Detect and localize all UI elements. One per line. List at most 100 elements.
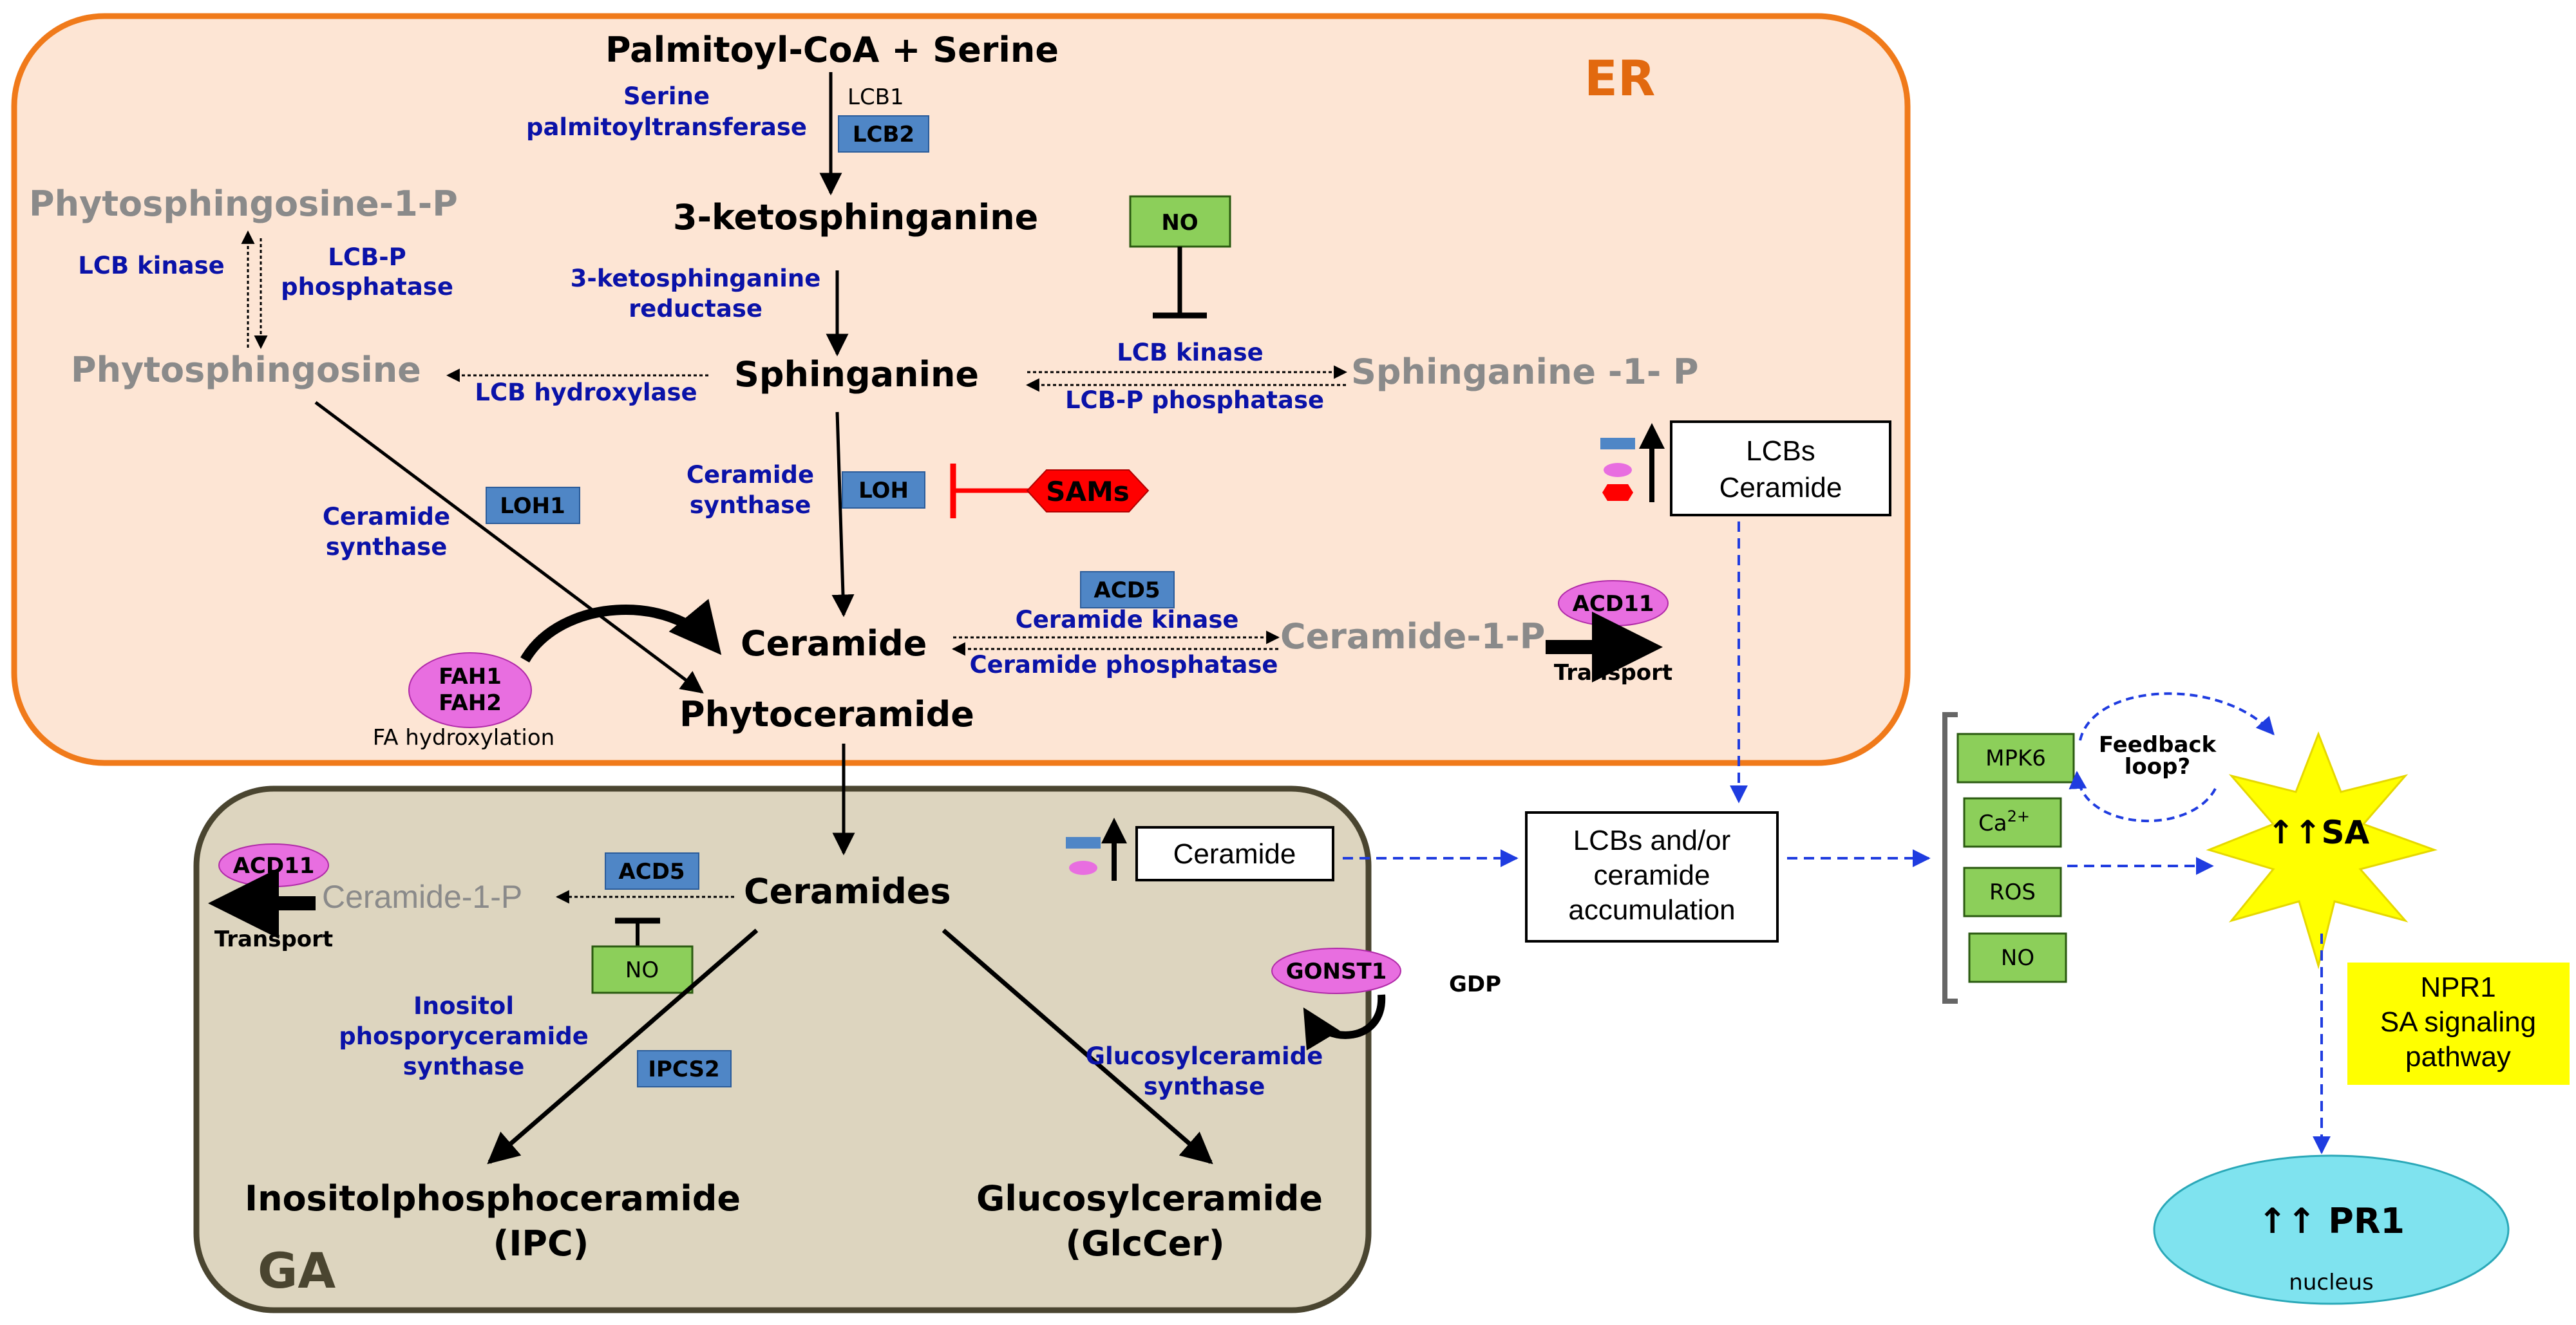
ga-compartment (193, 785, 1372, 1313)
lcbs-legend-magenta (1604, 463, 1632, 477)
loh-tag: LOH (858, 478, 909, 503)
cs-left-1: Ceramide (323, 503, 450, 531)
ga-legend-magenta (1069, 861, 1097, 875)
ceramide-phosphatase: Ceramide phosphatase (970, 651, 1278, 679)
pr1-label: ↑↑ PR1 (2258, 1201, 2405, 1241)
gcs-1: Glucosylceramide (1086, 1042, 1323, 1070)
transport-er: Transport (1554, 660, 1672, 686)
ceramides: Ceramides (744, 871, 951, 912)
loh-box (842, 471, 925, 509)
npr1-box (2347, 963, 2570, 1085)
lcb-hydroxylase: LCB hydroxylase (475, 379, 697, 406)
gcs-2: synthase (1144, 1073, 1265, 1100)
ros-box (1963, 867, 2062, 917)
lcbp-phosphatase-right: LCB-P phosphatase (1065, 386, 1324, 414)
er-label: ER (1584, 50, 1655, 107)
gdp-label: GDP (1449, 972, 1501, 997)
ipcs-3: synthase (403, 1053, 525, 1080)
loh1-tag: LOH1 (500, 493, 565, 519)
acd11-ga-tag: ACD11 (233, 853, 315, 879)
lcbs-box-line2: Ceramide (1719, 472, 1842, 503)
lcbs-box (1670, 420, 1891, 516)
nucleus-ellipse (2153, 1154, 2510, 1305)
signaling-bracket (1942, 712, 1958, 1004)
acd5-er-box (1080, 571, 1175, 608)
accumulation-line1: LCBs and/or (1573, 825, 1731, 856)
transport-ga: Transport (214, 926, 333, 952)
spt-label-2: palmitoyltransferase (526, 113, 807, 141)
ros-label: ROS (1989, 879, 2036, 905)
ceramide-kinase: Ceramide kinase (1016, 606, 1239, 634)
sams-label: SAMs (1046, 476, 1130, 507)
ca-base: Ca (1978, 811, 2007, 836)
palmitoyl-serine: Palmitoyl-CoA + Serine (605, 30, 1059, 70)
ga-label: GA (258, 1242, 336, 1299)
ipc-line1: Inositolphosphoceramide (245, 1178, 741, 1219)
ga-legend-blue (1066, 837, 1101, 849)
fa-hydroxylation-arrow (520, 599, 722, 663)
lcb-kinase-right: LCB kinase (1117, 339, 1264, 366)
lcb1-tag: LCB1 (848, 84, 904, 110)
arrow-ceramides-glccer (942, 928, 1213, 1165)
lcbs-legend-red (1602, 484, 1633, 501)
acd5-ga-tag: ACD5 (618, 859, 685, 885)
lcbs-legend-blue (1600, 438, 1635, 449)
mpk6-label: MPK6 (1985, 746, 2046, 771)
sa-label: ↑↑SA (2268, 814, 2370, 851)
fah1-tag: FAH1 (439, 664, 502, 690)
accumulation-line3: accumulation (1568, 894, 1735, 926)
feedback-line2: loop? (2125, 754, 2190, 780)
lcbp-phosphatase-left-1: LCB-P (328, 243, 406, 271)
ipcs2-tag: IPCS2 (648, 1057, 719, 1082)
no-ga-label: NO (625, 957, 659, 983)
feedback-line1: Feedback (2099, 732, 2217, 758)
cs-mid-1: Ceramide (687, 461, 814, 489)
phytosphingosine: Phytosphingosine (71, 350, 421, 390)
sams-octagon (1026, 469, 1150, 512)
accumulation-line2: ceramide (1594, 860, 1710, 891)
fah2-tag: FAH2 (439, 690, 502, 716)
lcb2-tag: LCB2 (853, 122, 914, 147)
loh1-box (486, 487, 580, 524)
gonst1-ellipse (1271, 948, 1401, 994)
npr1-line1: NPR1 (2420, 972, 2496, 1003)
npr1-line3: pathway (2405, 1041, 2511, 1073)
feedback-loop-bottom (2069, 771, 2217, 822)
lcbs-box-line1: LCBs (1746, 435, 1815, 467)
ceramide: Ceramide (741, 623, 927, 664)
npr1-line2: SA signaling (2380, 1006, 2536, 1038)
ipcs-1: Inositol (413, 992, 514, 1020)
arrow-ceramides-ipc (487, 928, 759, 1165)
ipcs2-box (637, 1050, 732, 1087)
ga-ceramide-1p: Ceramide-1-P (322, 879, 522, 915)
mpk6-box (1956, 733, 2075, 784)
phytosphingosine-1p: Phytosphingosine-1-P (29, 183, 458, 224)
acd5-er-tag: ACD5 (1094, 578, 1160, 603)
ga-ceramide-box (1135, 826, 1334, 881)
no-signaling-box (1968, 932, 2067, 983)
arrow-phytosphingosine-phytoceramide (314, 401, 704, 694)
ipc-line2: (IPC) (493, 1223, 589, 1264)
ca-box (1963, 797, 2062, 848)
lcb2-box (838, 115, 929, 153)
er-compartment (11, 13, 1911, 766)
ketosphinganine: 3-ketosphinganine (673, 197, 1038, 238)
gdp-curved-arrow (1303, 994, 1386, 1051)
acd11-er-tag: ACD11 (1573, 591, 1654, 617)
no-box-ga (591, 945, 694, 994)
spt-label-1: Serine (623, 82, 710, 110)
lcbp-phosphatase-left-2: phosphatase (281, 273, 453, 301)
cs-left-2: synthase (326, 533, 448, 561)
ga-ceramide-box-label: Ceramide (1173, 838, 1296, 870)
acd5-ga-box (605, 852, 699, 890)
sphinganine: Sphinganine (734, 354, 979, 395)
cs-mid-2: synthase (690, 491, 811, 519)
fa-hydroxylation: FA hydroxylation (373, 725, 554, 751)
sa-starburst (2206, 731, 2438, 970)
fah-ellipse (408, 652, 532, 728)
ipcs-2: phosporyceramide (339, 1022, 589, 1050)
glccer-line2: (GlcCer) (1065, 1223, 1224, 1264)
no-er-label: NO (1161, 210, 1198, 236)
sphinganine-1p: Sphinganine -1- P (1351, 352, 1699, 392)
